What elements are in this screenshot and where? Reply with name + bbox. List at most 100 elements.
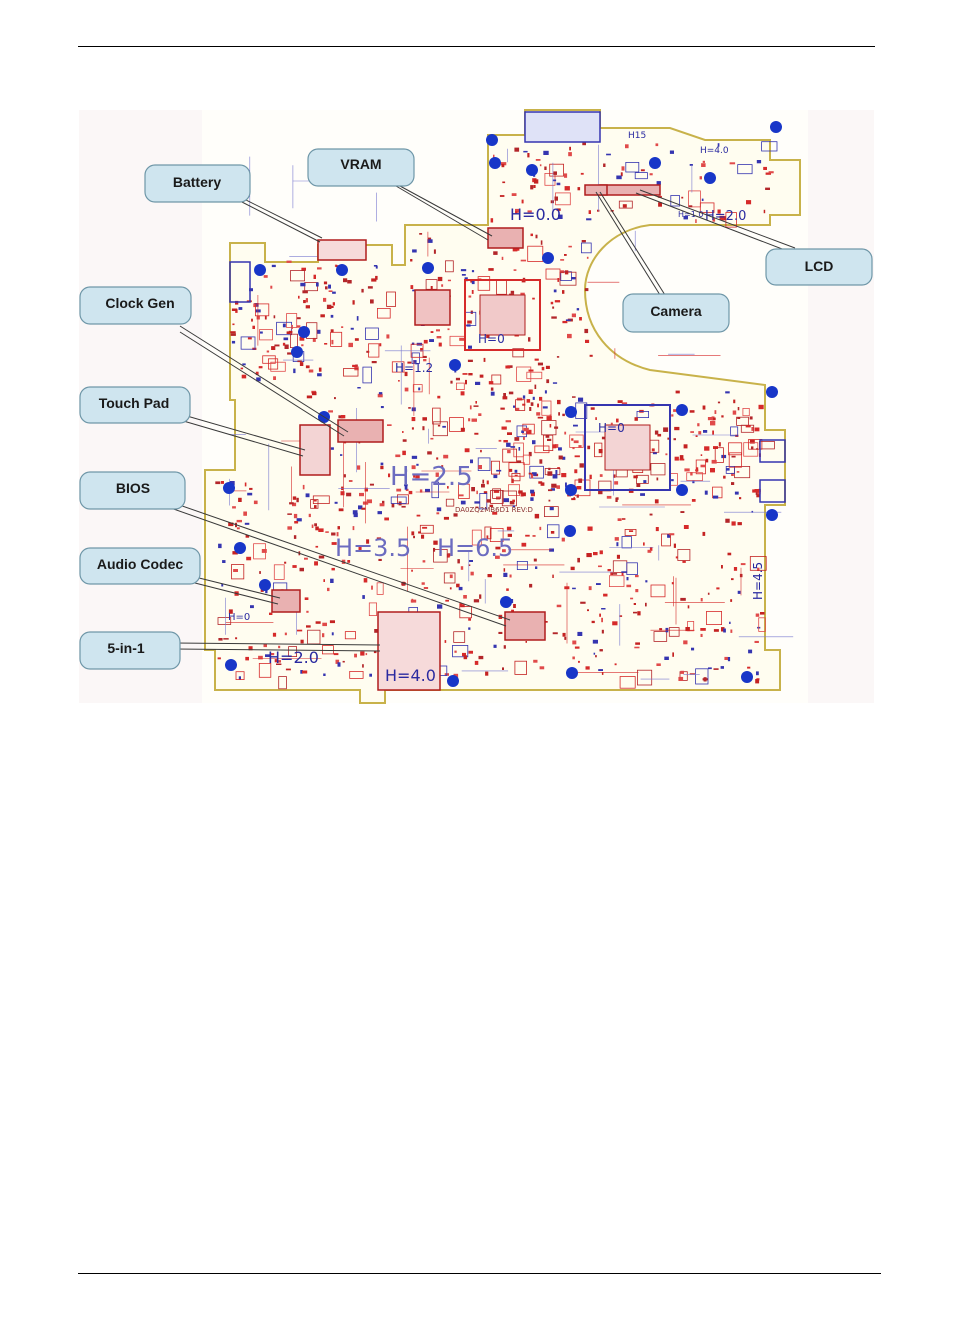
board-component	[755, 641, 759, 643]
board-component	[486, 499, 490, 502]
board-component	[364, 578, 368, 582]
board-component	[571, 277, 576, 279]
board-component	[553, 474, 558, 478]
board-component	[328, 285, 331, 289]
board-component	[380, 503, 385, 506]
board-component	[438, 425, 440, 427]
board-component	[548, 468, 550, 470]
board-component	[558, 412, 560, 415]
board-component	[701, 454, 703, 456]
callout-label-touch-pad: Touch Pad	[99, 395, 170, 411]
board-component	[671, 414, 673, 416]
board-component	[728, 657, 730, 661]
board-component	[657, 478, 659, 481]
board-component	[448, 280, 451, 282]
board-component	[472, 290, 474, 294]
board-component	[557, 400, 561, 404]
board-component	[252, 326, 255, 329]
board-component	[533, 535, 536, 537]
board-component	[680, 455, 684, 459]
board-component	[297, 518, 302, 521]
board-component	[504, 498, 509, 502]
board-component	[573, 425, 578, 427]
board-component	[468, 373, 472, 375]
board-component	[306, 305, 310, 308]
board-component	[412, 343, 414, 345]
board-component	[249, 488, 252, 490]
board-component	[614, 474, 616, 477]
board-component	[480, 375, 484, 378]
board-component	[603, 164, 605, 168]
board-component	[502, 667, 504, 670]
board-component	[384, 518, 389, 521]
callout-label-bios: BIOS	[116, 480, 150, 496]
board-component	[554, 290, 557, 293]
board-component	[514, 437, 519, 441]
board-component	[577, 308, 579, 310]
board-component	[648, 550, 652, 553]
board-component	[726, 468, 729, 471]
board-component	[496, 470, 501, 472]
board-component	[472, 419, 478, 422]
board-component	[315, 527, 319, 531]
board-component	[306, 365, 310, 368]
board-component	[510, 575, 512, 578]
silk-h45: H=4.5	[751, 562, 765, 600]
board-component	[732, 456, 736, 458]
board-component	[300, 362, 303, 366]
board-component	[577, 632, 582, 636]
board-component	[575, 455, 580, 457]
board-component	[316, 282, 319, 286]
board-component	[612, 621, 617, 625]
silk-h0-a: H=0	[478, 332, 505, 346]
board-component	[243, 512, 247, 516]
board-component	[533, 397, 535, 400]
board-component	[354, 513, 358, 517]
board-component	[437, 604, 442, 608]
board-component	[287, 261, 292, 263]
board-component	[537, 404, 539, 408]
board-component	[488, 268, 493, 271]
board-component	[602, 630, 604, 634]
board-component	[544, 167, 546, 171]
board-component	[765, 188, 770, 190]
board-component	[701, 163, 706, 167]
board-component	[704, 446, 709, 450]
board-component	[589, 210, 591, 214]
board-component	[600, 550, 603, 554]
board-component	[300, 568, 305, 572]
board-component	[412, 427, 414, 429]
board-component	[586, 666, 590, 669]
board-component	[561, 473, 566, 477]
board-component	[756, 448, 758, 450]
board-component	[553, 632, 558, 634]
board-component	[517, 460, 522, 463]
board-component	[314, 561, 318, 565]
board-component	[294, 521, 298, 524]
board-component	[565, 186, 570, 190]
board-component	[615, 537, 619, 541]
board-component	[522, 492, 526, 496]
board-component	[615, 498, 617, 502]
board-component	[581, 173, 584, 175]
board-component	[242, 363, 245, 365]
board-component	[287, 526, 292, 529]
board-component	[543, 151, 548, 155]
board-component	[323, 674, 325, 677]
board-component	[428, 238, 431, 240]
board-component	[703, 161, 705, 163]
board-component	[572, 588, 576, 590]
board-component	[531, 390, 533, 392]
board-component	[530, 497, 533, 501]
board-component	[403, 439, 407, 442]
board-component	[506, 443, 511, 447]
board-component	[273, 376, 276, 380]
board-component	[618, 518, 622, 521]
board-component	[370, 299, 374, 303]
board-component	[247, 493, 252, 496]
board-component	[635, 575, 639, 577]
callout-vram: VRAM	[308, 149, 414, 186]
board-component	[566, 319, 571, 321]
callout-5-in-1: 5-in-1	[80, 632, 180, 669]
board-component	[324, 343, 327, 345]
